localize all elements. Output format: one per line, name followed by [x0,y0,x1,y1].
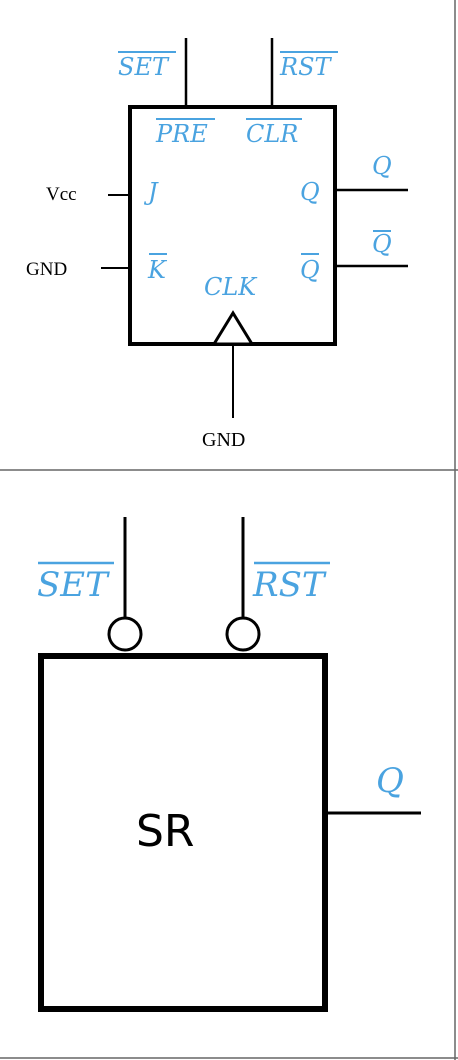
rst-label: RST [279,53,333,81]
jk-flip-flop: SET RST PRE CLR J K Q Q CLK GND Vcc GND … [26,38,408,451]
sr-set-bubble [107,616,143,652]
q-output-label: Q [372,152,392,180]
sr-latch: SET RST SR Q [37,517,421,1012]
qbar-pin-label: Q [300,256,320,284]
sr-q-output-label: Q [376,761,404,801]
sr-rst-bubble [225,616,261,652]
clk-source-label: GND [202,429,245,451]
j-pin-label: J [143,178,159,206]
clr-label: CLR [246,120,298,148]
qbar-output-label: Q [372,230,392,258]
j-source-label: Vcc [46,184,77,205]
sr-rst-label: RST [252,565,327,605]
k-pin-label: K [147,256,168,284]
q-pin-label: Q [300,178,320,206]
sr-set-label: SET [37,565,110,605]
pre-label: PRE [155,120,208,148]
clock-triangle [211,310,255,346]
k-source-label: GND [26,259,67,280]
sr-body [38,653,328,1012]
clk-pin-label: CLK [204,273,258,301]
set-label: SET [118,53,170,81]
sr-body-label: SR [136,806,195,857]
